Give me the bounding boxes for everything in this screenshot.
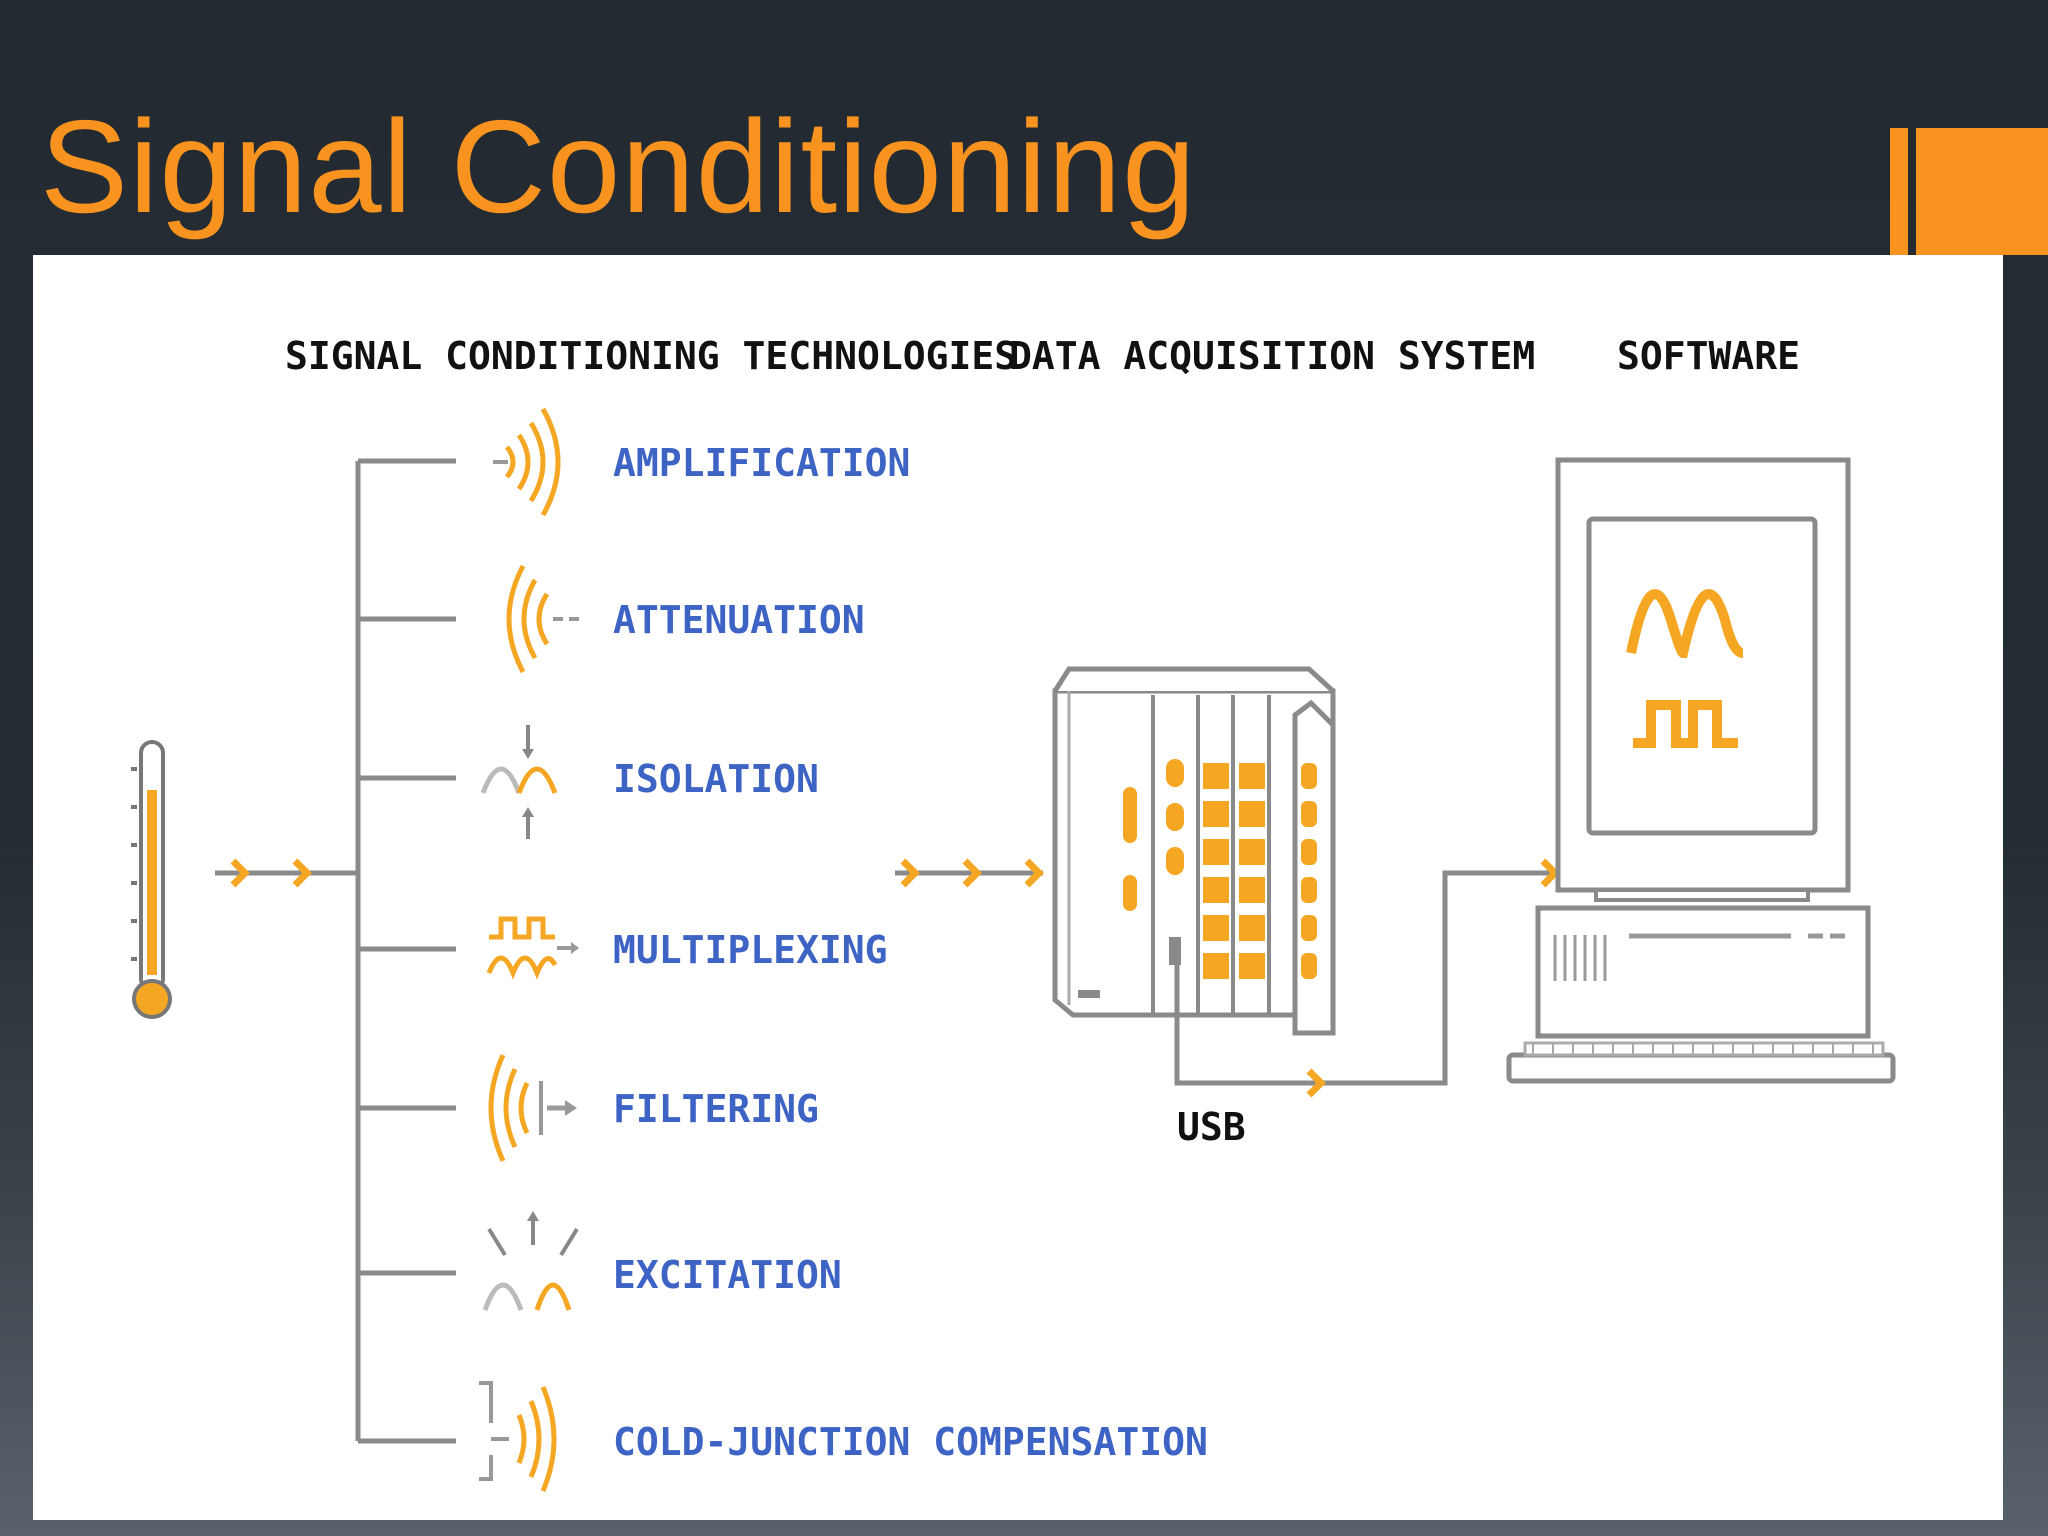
slide-title: Signal Conditioning bbox=[40, 93, 1197, 240]
excitation-icon bbox=[482, 1211, 579, 1311]
usb-cable-line bbox=[1174, 858, 1560, 1098]
header-software: SOFTWARE bbox=[1617, 334, 1800, 378]
accent-bar bbox=[1890, 128, 1908, 255]
daq-chassis-icon bbox=[1052, 666, 1336, 1036]
daq-input-line bbox=[895, 858, 1044, 888]
technology-label: COLD-JUNCTION COMPENSATION bbox=[613, 1420, 1208, 1464]
sensor-signal-line bbox=[215, 858, 358, 888]
technology-label: MULTIPLEXING bbox=[613, 928, 888, 972]
header-daq: DATA ACQUISITION SYSTEM bbox=[1009, 334, 1535, 378]
thermometer-icon bbox=[131, 740, 172, 1019]
technology-bus bbox=[355, 458, 456, 1444]
header-technologies: SIGNAL CONDITIONING TECHNOLOGIES bbox=[285, 334, 1017, 378]
technology-label: FILTERING bbox=[613, 1087, 819, 1131]
cold-junction-icon bbox=[479, 1381, 557, 1492]
technology-label: ISOLATION bbox=[613, 757, 819, 801]
usb-label: USB bbox=[1177, 1105, 1246, 1149]
signal-conditioning-diagram: SIGNAL CONDITIONING TECHNOLOGIES DATA AC… bbox=[131, 334, 1896, 1492]
technology-label: EXCITATION bbox=[613, 1253, 842, 1297]
diagram-panel: SIGNAL CONDITIONING TECHNOLOGIES DATA AC… bbox=[33, 255, 2003, 1520]
technology-label: ATTENUATION bbox=[613, 598, 865, 642]
computer-icon bbox=[1506, 457, 1896, 1084]
attenuation-icon bbox=[506, 564, 579, 674]
isolation-icon bbox=[480, 725, 558, 839]
filtering-icon bbox=[488, 1053, 577, 1163]
multiplexing-icon bbox=[486, 916, 579, 980]
technology-label: AMPLIFICATION bbox=[613, 441, 910, 485]
accent-block bbox=[1916, 128, 2048, 255]
amplification-icon bbox=[493, 407, 561, 517]
